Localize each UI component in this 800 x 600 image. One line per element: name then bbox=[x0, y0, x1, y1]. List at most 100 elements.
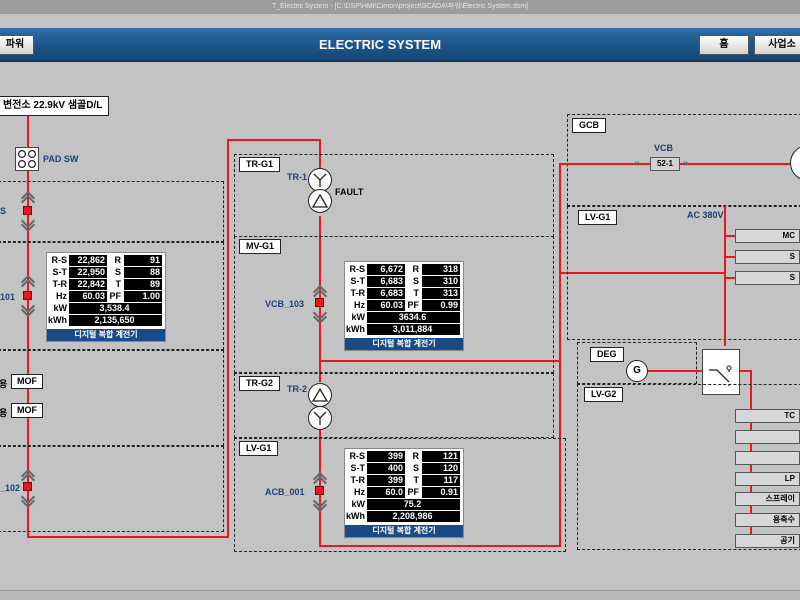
meter-value: 22,862 bbox=[69, 255, 107, 266]
lv-tie-bottom bbox=[319, 545, 561, 547]
meter-key-label: kWh bbox=[346, 511, 365, 521]
disconnect-up-icon bbox=[313, 471, 327, 481]
meter-key-label: T-R bbox=[350, 475, 366, 485]
generator-icon[interactable]: G bbox=[626, 360, 648, 382]
pad-switch-icon[interactable] bbox=[15, 147, 39, 171]
feeder-box-spray[interactable]: 스프레이 bbox=[735, 492, 800, 506]
vcb-52-1[interactable]: 52-1 bbox=[650, 157, 680, 171]
mof-2[interactable]: MOF bbox=[11, 403, 43, 418]
meter-value: 3,011,884 bbox=[367, 324, 460, 335]
tie-line-left bbox=[227, 139, 229, 538]
feeder-box-condensate[interactable]: 용축수 bbox=[735, 513, 800, 527]
ac-380v-label: AC 380V bbox=[687, 210, 724, 220]
disconnect-left-icon: « bbox=[634, 158, 640, 169]
feeder-box-lp[interactable]: LP bbox=[735, 472, 800, 486]
tr2-label: TR-2 bbox=[287, 384, 307, 394]
feeder-box-blank-2[interactable] bbox=[735, 451, 800, 465]
meter-key-label: T-R bbox=[52, 279, 68, 289]
acb-001-label: ACB_001 bbox=[265, 487, 305, 497]
meter-value: 2,135,650 bbox=[69, 315, 162, 326]
meter-key-label: S bbox=[114, 267, 121, 277]
mv-g1-group bbox=[234, 236, 554, 373]
meter-key-label: R-S bbox=[349, 264, 366, 274]
meter-value: 75.2 bbox=[367, 499, 460, 510]
meter-key-label: Hz bbox=[56, 291, 67, 301]
lv-g1-label: LV-G1 bbox=[239, 441, 279, 456]
header-bar: 파워 ELECTRIC SYSTEM 홈 사업소 bbox=[0, 28, 800, 62]
meter-value: 117 bbox=[422, 475, 460, 486]
page-title: ELECTRIC SYSTEM bbox=[318, 37, 442, 52]
meter-key-label: kW bbox=[53, 303, 68, 313]
left-group-1 bbox=[0, 181, 224, 242]
transformer-wye-icon[interactable] bbox=[308, 406, 332, 430]
mof-1[interactable]: MOF bbox=[11, 374, 43, 389]
left-group-3 bbox=[0, 350, 224, 446]
meter-value: 91 bbox=[124, 255, 162, 266]
meter-value: 0.99 bbox=[422, 300, 460, 311]
breaker-101-label: 101 bbox=[0, 292, 16, 302]
meter-value: 399 bbox=[367, 475, 405, 486]
site-button[interactable]: 사업소 bbox=[754, 35, 800, 55]
feeder-box-s2[interactable]: S bbox=[735, 271, 800, 285]
transformer-wye-icon[interactable] bbox=[308, 168, 332, 192]
pad-sw-label: PAD SW bbox=[43, 154, 79, 164]
power-button[interactable]: 파워 bbox=[0, 35, 34, 55]
vcb-label: VCB bbox=[654, 143, 674, 153]
deg-label: DEG bbox=[590, 347, 624, 362]
feeder-box-s1[interactable]: S bbox=[735, 250, 800, 264]
breaker-102-label: _102 bbox=[0, 483, 21, 493]
disconnect-up-icon bbox=[21, 274, 35, 284]
meter-value: 6,683 bbox=[367, 276, 405, 287]
meter-key-label: Hz bbox=[354, 300, 365, 310]
lv-g2-label: LV-G2 bbox=[584, 387, 624, 402]
meter-key-label: S bbox=[412, 463, 419, 473]
disconnect-down-icon bbox=[313, 311, 327, 321]
feeder-line-main bbox=[27, 116, 29, 538]
mv-g1-label: MV-G1 bbox=[239, 239, 282, 254]
tr-g2-group bbox=[234, 373, 554, 438]
meter-footer: 디지털 복합 계전기 bbox=[47, 329, 165, 341]
gcb-label: GCB bbox=[572, 118, 606, 133]
meter-key-label: R bbox=[412, 264, 420, 274]
feeder-box-mc[interactable]: MC bbox=[735, 229, 800, 243]
meter-key-label: kWh bbox=[346, 324, 365, 334]
feeder-box-air[interactable]: 공기 bbox=[735, 534, 800, 548]
ats-switch-icon[interactable] bbox=[702, 349, 740, 395]
tr-g2-label: TR-G2 bbox=[239, 376, 280, 391]
meter-value: 310 bbox=[422, 276, 460, 287]
fault-indicator: FAULT bbox=[335, 187, 364, 197]
meter-value: 2,208,986 bbox=[367, 511, 460, 522]
meter-value: 400 bbox=[367, 463, 405, 474]
feeder-stub bbox=[724, 277, 736, 279]
home-button[interactable]: 홈 bbox=[699, 35, 749, 55]
feeder-box-blank-1[interactable] bbox=[735, 430, 800, 444]
lv-g2-group bbox=[577, 384, 800, 550]
meter-key-label: S-T bbox=[52, 267, 68, 277]
feeder-stub bbox=[724, 256, 736, 258]
meter-value: 60.0 bbox=[367, 487, 405, 498]
meter-key-label: S-T bbox=[350, 463, 366, 473]
source-label: 변전소 22.9kV 샘골D/L bbox=[0, 96, 110, 116]
meter-value: 3634.6 bbox=[367, 312, 460, 323]
meter-key-label: T bbox=[413, 475, 420, 485]
disconnect-right-icon: » bbox=[683, 158, 689, 169]
meter-key-label: R bbox=[114, 255, 122, 265]
meter-key-label: kW bbox=[351, 499, 366, 509]
meter-key-label: S-T bbox=[350, 276, 366, 286]
meter-key-label: kWh bbox=[48, 315, 67, 325]
feeder-box-tc[interactable]: TC bbox=[735, 409, 800, 423]
meter-value: 60.03 bbox=[367, 300, 405, 311]
transformer-delta-icon[interactable] bbox=[308, 383, 332, 407]
meter-key-label: T bbox=[115, 279, 122, 289]
meter-key-label: T bbox=[413, 288, 420, 298]
meter-value: 22,950 bbox=[69, 267, 107, 278]
meter-value: 6,683 bbox=[367, 288, 405, 299]
transformer-delta-icon[interactable] bbox=[308, 189, 332, 213]
meter-footer: 디지털 복합 계전기 bbox=[345, 525, 463, 537]
meter-value: 120 bbox=[422, 463, 460, 474]
